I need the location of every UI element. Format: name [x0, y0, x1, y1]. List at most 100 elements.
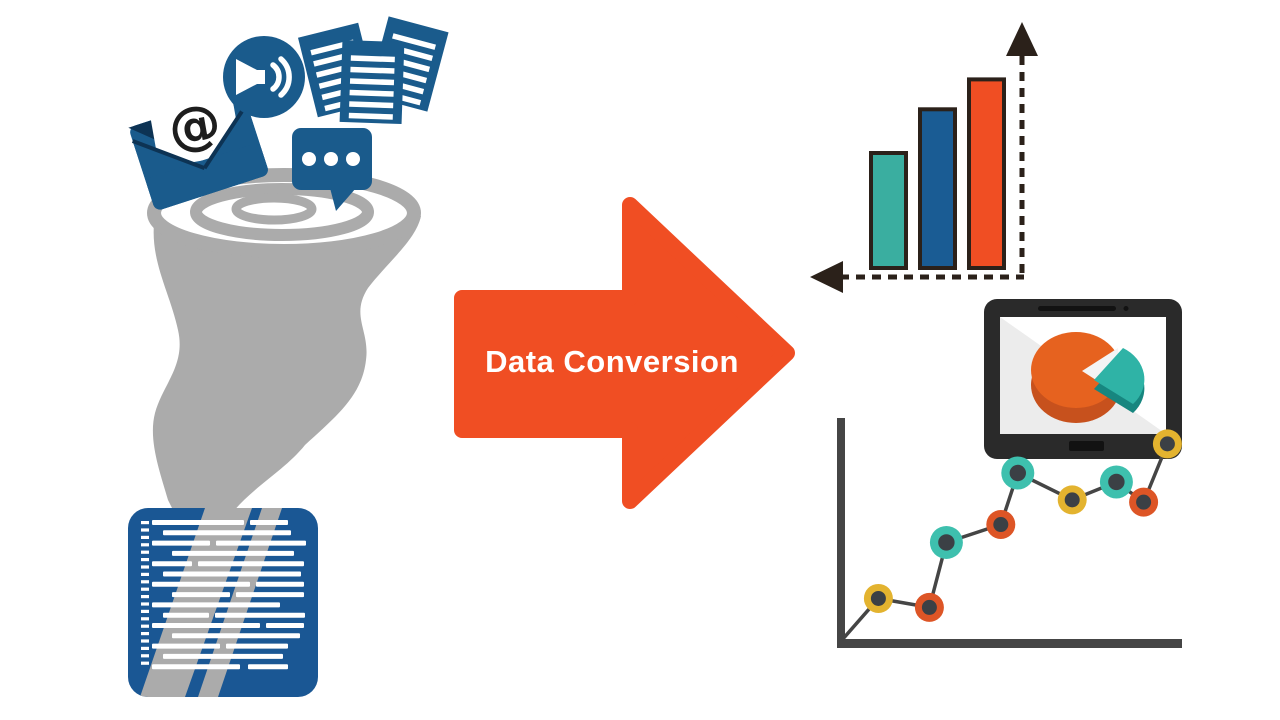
- tornado-body: [152, 216, 422, 512]
- code-line: [152, 520, 244, 525]
- bar: [869, 151, 908, 270]
- data-point-core: [938, 534, 955, 551]
- code-line: [152, 540, 210, 546]
- gutter-dash: [141, 595, 149, 599]
- arrow-shape: [454, 197, 795, 509]
- code-line: [152, 561, 192, 567]
- tornado-funnel-icon: [147, 168, 422, 512]
- tablet-camera-dot: [1123, 306, 1129, 311]
- line-chart-path: [840, 443, 1170, 642]
- audio-speaker-icon: [223, 36, 305, 118]
- data-point-core: [1136, 494, 1152, 510]
- gutter-dash: [141, 639, 149, 643]
- gutter-dash: [141, 632, 149, 636]
- page-line: [350, 66, 395, 74]
- y-axis-arrowhead: [1006, 22, 1038, 56]
- data-point-core: [993, 517, 1009, 533]
- email-at-icon: @: [128, 80, 268, 210]
- document-page: [339, 39, 405, 125]
- code-line: [250, 520, 288, 525]
- bar-chart-bars: [869, 77, 1006, 271]
- gutter-dash: [141, 602, 149, 606]
- gutter-dash: [141, 572, 149, 576]
- tornado-swirl-inner: [231, 193, 317, 225]
- gutter-dash: [141, 550, 149, 554]
- gutter-dash: [141, 565, 149, 569]
- bar: [918, 107, 957, 270]
- pie-chart-icon: [1031, 332, 1145, 423]
- page-line: [350, 55, 395, 63]
- sound-wave-2: [278, 56, 292, 98]
- data-point-core: [1009, 464, 1026, 482]
- gutter-dash: [141, 521, 149, 525]
- code-line: [152, 664, 240, 670]
- line-series: [840, 443, 1170, 642]
- gutter-dash: [141, 624, 149, 628]
- line-chart-x-axis: [837, 639, 1182, 648]
- bar: [967, 77, 1006, 271]
- page-line: [349, 89, 394, 97]
- documents-stack-icon: [298, 16, 449, 125]
- dot-1: [302, 152, 316, 166]
- code-line: [226, 643, 288, 649]
- code-line: [163, 612, 209, 618]
- tablet-speaker-slit: [1038, 306, 1116, 311]
- line-chart-points: [863, 429, 1182, 622]
- code-line: [198, 561, 304, 567]
- gutter-dash: [141, 535, 149, 539]
- page-line: [349, 78, 395, 86]
- code-line: [172, 633, 300, 639]
- tornado-swirl-outer: [190, 183, 374, 241]
- code-line: [248, 664, 288, 670]
- x-axis-arrowhead: [810, 261, 843, 293]
- chat-bubble-icon: [292, 128, 372, 211]
- tablet-pie-chart: [984, 299, 1182, 459]
- gutter-dash: [141, 580, 149, 584]
- code-gutter-dashes: [141, 521, 149, 665]
- sound-wave-1: [270, 62, 282, 92]
- tablet-home-button: [1069, 441, 1104, 451]
- code-block-icon: [128, 508, 318, 697]
- code-line: [266, 623, 304, 628]
- gutter-dash: [141, 646, 149, 650]
- line-chart-y-axis: [837, 418, 845, 648]
- code-line: [163, 571, 301, 577]
- code-line: [172, 550, 294, 556]
- pie-slice-teal: [1094, 348, 1145, 404]
- data-point-core: [1064, 492, 1080, 508]
- page-line: [348, 112, 393, 120]
- dot-2: [324, 152, 338, 166]
- code-line: [163, 530, 291, 536]
- gutter-dash: [141, 587, 149, 591]
- gutter-dash: [141, 558, 149, 562]
- gutter-dash: [141, 609, 149, 613]
- code-line: [256, 581, 304, 587]
- code-line: [163, 653, 283, 659]
- gutter-dash: [141, 543, 149, 547]
- code-text-lines: [152, 520, 306, 670]
- gutter-dash: [141, 661, 149, 665]
- code-line: [172, 592, 230, 598]
- gutter-dash: [141, 617, 149, 621]
- page-line: [392, 33, 436, 50]
- line-chart: [837, 418, 1182, 648]
- dot-3: [346, 152, 360, 166]
- code-line: [236, 592, 304, 598]
- code-line: [152, 623, 260, 628]
- code-line: [152, 581, 250, 587]
- data-point-core: [1108, 473, 1125, 491]
- page-line: [349, 101, 394, 109]
- bar-chart: [810, 22, 1038, 293]
- gutter-dash: [141, 654, 149, 658]
- arrow-label: Data Conversion: [485, 344, 739, 379]
- code-line: [152, 643, 220, 649]
- code-line: [216, 540, 306, 546]
- data-point-core: [870, 590, 886, 606]
- code-line: [152, 602, 280, 608]
- envelope-fold-seams: [131, 102, 249, 170]
- data-point-core: [921, 599, 937, 615]
- gutter-dash: [141, 528, 149, 532]
- data-point-core: [1159, 436, 1175, 452]
- conversion-arrow: Data Conversion: [454, 197, 795, 509]
